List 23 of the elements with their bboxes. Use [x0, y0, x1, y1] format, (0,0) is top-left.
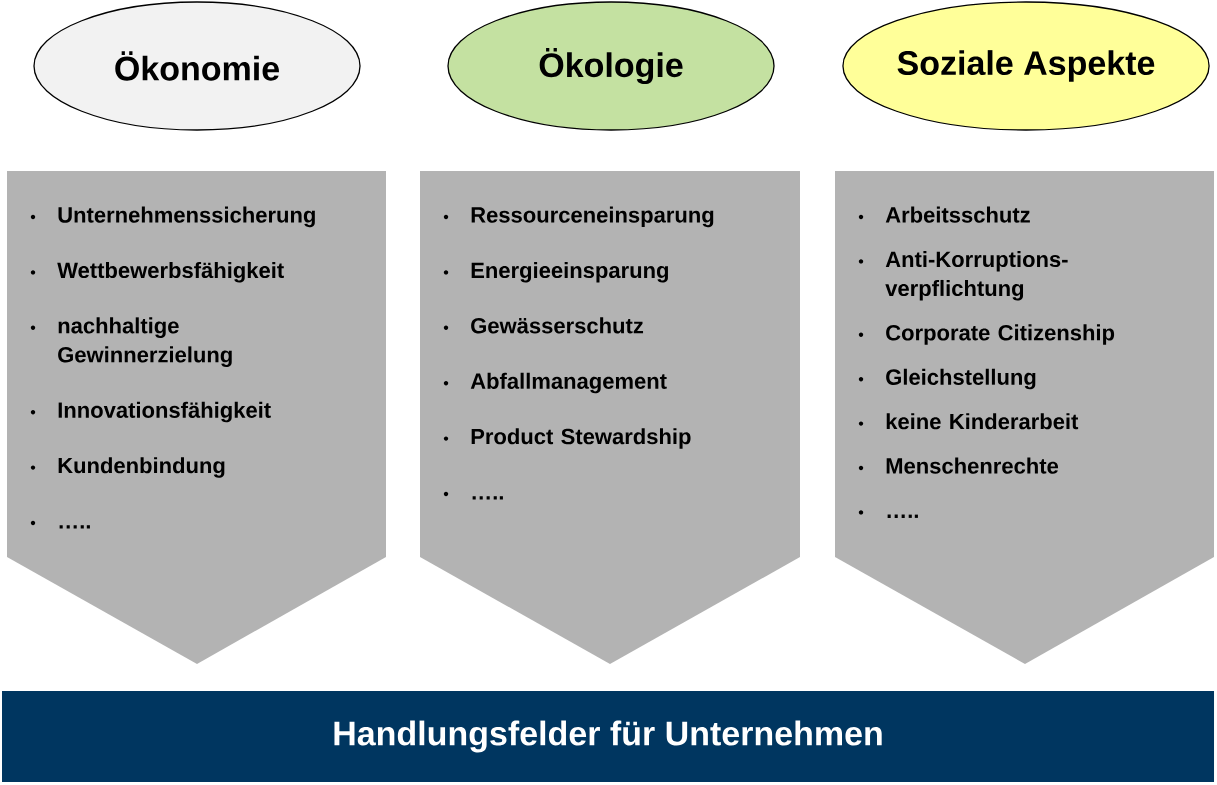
bullet-item: Corporate Citizenship: [858, 324, 1115, 345]
bullet-item: Arbeitsschutz: [858, 206, 1030, 223]
title-bar: Handlungsfelder für Unternehmen: [2, 691, 1214, 782]
ellipse-heading: Ökologie: [447, 1, 775, 131]
bullet-item: …..: [443, 491, 503, 500]
ellipse-heading: Soziale Aspekte: [842, 1, 1210, 131]
bullet-item: keine Kinderarbeit: [858, 413, 1079, 430]
bullet-item: Menschenrechte: [858, 457, 1059, 474]
bullet-item: Anti-Korruptions- verpflichtung: [858, 250, 1068, 301]
bullet-item: Gleichstellung: [858, 368, 1036, 390]
bullet-item: Product Stewardship: [443, 428, 691, 449]
bullet-item: Ressourceneinsparung: [443, 206, 714, 228]
bullet-item: Kundenbindung: [30, 457, 225, 478]
ellipse-heading: Ökonomie: [33, 1, 361, 131]
bullet-item: Unternehmenssicherung: [30, 206, 315, 228]
bullet-item: Gewässerschutz: [443, 317, 644, 334]
bullet-item: …..: [30, 520, 90, 529]
bullet-item: Wettbewerbsfähigkeit: [30, 261, 284, 283]
bullet-item: …..: [858, 510, 918, 518]
bullet-item: Abfallmanagement: [443, 372, 667, 394]
bullet-item: nachhaltige Gewinnerzielung: [30, 317, 232, 367]
bullet-item: Energieeinsparung: [443, 261, 668, 283]
bullet-item: Innovationsfähigkeit: [30, 401, 271, 423]
